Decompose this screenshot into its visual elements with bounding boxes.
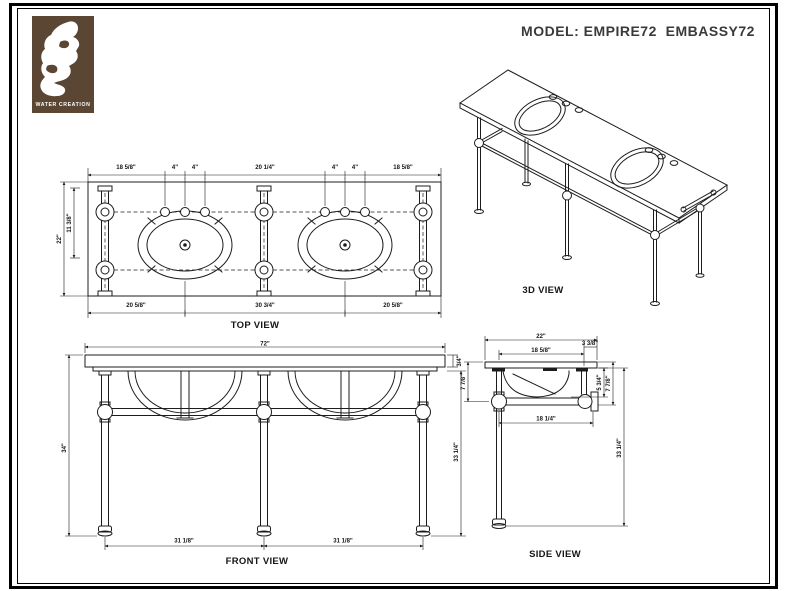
dim-label: 20 1/4" <box>255 165 275 171</box>
dim-label: 20 5/8" <box>383 303 403 309</box>
dim-label: 4" <box>172 165 178 171</box>
dim-label: 22" <box>536 334 546 340</box>
water-creation-logo: WATER CREATION <box>32 16 94 113</box>
top-dim-chain: 18 5/8" 4" 4" 20 1/4" 4" 4" 18 5/8" <box>87 165 442 206</box>
dim-label: 4" <box>332 165 338 171</box>
side-view: 22" 3 3/8" 18 5/8" 7 7/8" 5 3/4" 7 7/8" <box>461 334 628 560</box>
dim-label: 34" <box>62 443 68 453</box>
leg-assembly-right <box>413 185 433 297</box>
dim-label: 7 7/8" <box>606 375 612 391</box>
towel-bar <box>680 189 717 213</box>
dim-label: 3/4" <box>457 355 463 366</box>
faucet-holes <box>160 207 370 217</box>
top-view-label: TOP VIEW <box>231 320 280 331</box>
side-view-label: SIDE VIEW <box>529 549 581 560</box>
front-leg-right <box>415 370 431 537</box>
dim-label: 3 3/8" <box>582 341 598 347</box>
logo-graphic: WATER CREATION <box>32 16 94 113</box>
faucet-holes-iso <box>548 94 679 166</box>
sink-bowl-left-front <box>127 370 243 421</box>
dim-label: 4" <box>192 165 198 171</box>
dim-label: 72" <box>260 342 270 348</box>
dim-label: 5 3/4" <box>597 374 603 390</box>
dim-label: 18 1/4" <box>536 417 556 423</box>
model-title: MODEL: EMPIRE72 EMBASSY72 <box>521 23 755 39</box>
dim-label: 31 1/8" <box>174 539 194 545</box>
sink-left-iso <box>514 96 566 136</box>
dim-label: 18 5/8" <box>116 165 136 171</box>
front-view-label: FRONT VIEW <box>226 556 289 567</box>
sink-right-top <box>297 210 393 280</box>
sink-right-iso <box>610 147 664 189</box>
dim-label: 7 7/8" <box>461 374 467 390</box>
dim-label: 18 5/8" <box>393 165 413 171</box>
side-dims: 22" 3 3/8" 18 5/8" 7 7/8" 5 3/4" 7 7/8" <box>461 334 628 527</box>
depth-dims: 22" 11 3/8" <box>57 181 88 297</box>
counter-slab-front <box>84 354 446 368</box>
sink-bowl-side <box>502 370 570 398</box>
counter-slab-side <box>484 361 598 369</box>
dim-label: 18 5/8" <box>531 348 551 354</box>
countertop-iso <box>459 69 728 219</box>
iso-view-label: 3D VIEW <box>522 285 563 296</box>
dim-label: 4" <box>352 165 358 171</box>
iso-legs <box>474 117 705 306</box>
bottom-dim-chain: 20 5/8" 30 3/4" 20 5/8" <box>87 281 442 318</box>
front-view: 72" 3/4" 34" 33 1/4" 31 1/8" 31 1/8" FRO… <box>62 342 466 567</box>
dim-label: 30 3/4" <box>255 303 275 309</box>
dim-label: 33 1/4" <box>454 442 460 462</box>
top-view: 18 5/8" 4" 4" 20 1/4" 4" 4" 18 5/8" 20 5… <box>57 165 442 331</box>
sink-left-top <box>137 210 233 280</box>
leg-assembly-left <box>95 185 115 297</box>
dim-label: 20 5/8" <box>126 303 146 309</box>
dim-label: 31 1/8" <box>333 539 353 545</box>
dim-label: 22" <box>57 234 63 244</box>
front-leg-left <box>97 370 113 537</box>
sheet-border-inner <box>17 8 770 584</box>
sheet-border-outer <box>9 3 778 589</box>
logo-caption: WATER CREATION <box>36 102 91 108</box>
sink-bowl-right-front <box>287 370 403 421</box>
leg-assembly-center <box>254 185 274 297</box>
dim-label: 33 1/4" <box>617 438 623 458</box>
iso-view: 3D VIEW <box>459 69 728 306</box>
side-front-leg <box>491 371 507 529</box>
kneeling-figure-silhouette <box>40 21 80 97</box>
front-leg-center <box>256 370 272 537</box>
front-dims: 72" 3/4" 34" 33 1/4" 31 1/8" 31 1/8" <box>62 342 466 550</box>
dim-label: 11 3/8" <box>67 213 73 232</box>
